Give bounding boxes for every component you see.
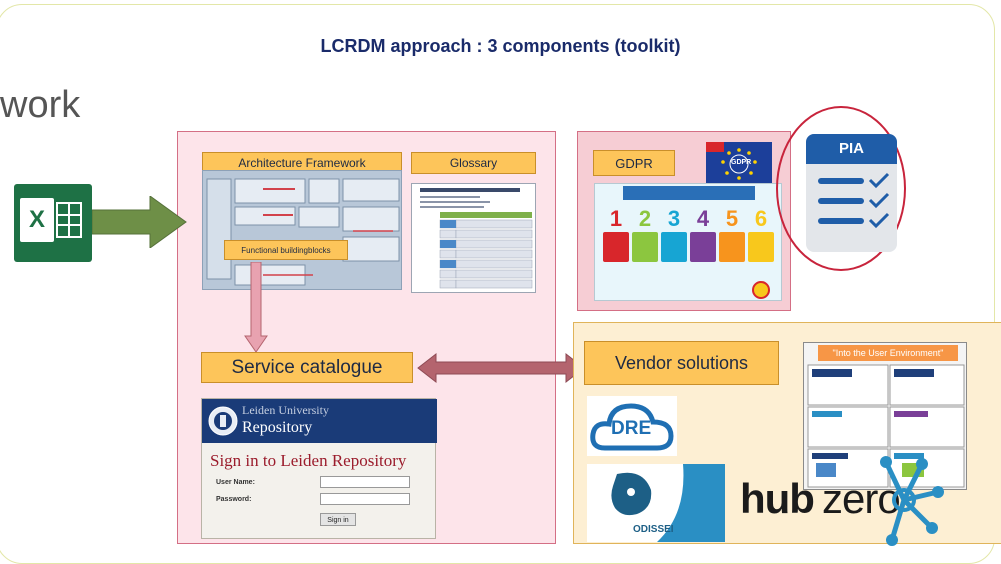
eu-flag-badge: GDPR [706, 142, 772, 188]
catalogue-vendor-double-arrow [417, 352, 585, 384]
functional-buildingblocks-label: Functional buildingblocks [224, 240, 348, 260]
gdpr-step-2: 2 [632, 206, 658, 270]
gdpr-label: GDPR [593, 150, 675, 176]
repository-header: Leiden University Repository [202, 399, 437, 443]
gdpr-step-block [632, 232, 658, 262]
repository-logo-line1: Leiden University [242, 403, 329, 417]
signin-button[interactable]: Sign in [320, 513, 356, 526]
hubzero-hub-text: hub [740, 475, 815, 522]
gdpr-badge-text: GDPR [731, 159, 752, 166]
gdpr-step-number: 5 [725, 206, 739, 231]
gdpr-step-1: 1 [603, 206, 629, 270]
vendor-solutions-label: Vendor solutions [584, 341, 779, 385]
architecture-framework-label: Architecture Framework [202, 152, 402, 174]
hubzero-screenshot-banner: "Into the User Environment" [818, 345, 958, 361]
partial-heading: work [0, 84, 81, 126]
pia-highlight-circle [776, 106, 906, 271]
eu-stars-icon [706, 142, 757, 180]
gdpr-step-number: 4 [696, 206, 710, 231]
excel-icon: X [14, 184, 92, 262]
username-input[interactable] [320, 476, 410, 488]
glossary-document [411, 183, 536, 293]
gdpr-step-4: 4 [690, 206, 716, 270]
dre-text: DRE [611, 418, 652, 439]
dre-cloud-icon [590, 403, 674, 451]
framework-to-catalogue-arrow [244, 262, 268, 353]
architecture-framework-diagram [202, 170, 402, 290]
hubzero-node-icon [880, 456, 944, 546]
password-label: Password: [216, 496, 252, 503]
gdpr-step-block [690, 232, 716, 262]
checklist-icon [818, 172, 890, 229]
gdpr-step-number: 2 [638, 206, 652, 231]
repository-logo-line2: Repository [242, 419, 313, 436]
excel-x-letter: X [20, 198, 54, 242]
gdpr-logo-icon [752, 281, 770, 299]
gdpr-step-number: 1 [609, 206, 623, 231]
architecture-diagram-graphic [206, 178, 400, 286]
page-title: LCRDM approach : 3 components (toolkit) [320, 36, 681, 56]
gdpr-step-number: 6 [754, 206, 768, 231]
pia-label: PIA [806, 134, 897, 164]
gdpr-step-5: 5 [719, 206, 745, 270]
dre-logo: DRE [587, 396, 677, 456]
gdpr-step-block [719, 232, 745, 262]
leiden-repository-screenshot: Leiden University Repository Sign in to … [201, 398, 437, 539]
glossary-table-graphic [420, 188, 533, 289]
pia-card: PIA [806, 134, 897, 252]
service-catalogue-label: Service catalogue [201, 352, 413, 383]
glossary-label: Glossary [411, 152, 536, 174]
repository-signin-heading: Sign in to Leiden Repository [210, 451, 407, 470]
gdpr-step-block [603, 232, 629, 262]
gdpr-step-number: 3 [667, 206, 681, 231]
hubzero-screenshot-thumbnails [807, 364, 965, 488]
excel-grid-icon [56, 202, 82, 238]
odissei-mask-icon [611, 464, 725, 542]
gdpr-step-3: 3 [661, 206, 687, 270]
gdpr-step-6: 6 [748, 206, 774, 270]
odissei-logo: ODISSEI [587, 464, 725, 542]
gdpr-infographic-banner [623, 186, 755, 200]
gdpr-step-block [748, 232, 774, 262]
odissei-text: ODISSEI [633, 524, 674, 535]
gdpr-step-block [661, 232, 687, 262]
hubzero-environment-screenshot: "Into the User Environment" [803, 342, 967, 490]
username-label: User Name: [216, 479, 255, 486]
leiden-seal-icon [208, 406, 238, 436]
excel-to-framework-arrow [92, 196, 187, 248]
password-input[interactable] [320, 493, 410, 505]
